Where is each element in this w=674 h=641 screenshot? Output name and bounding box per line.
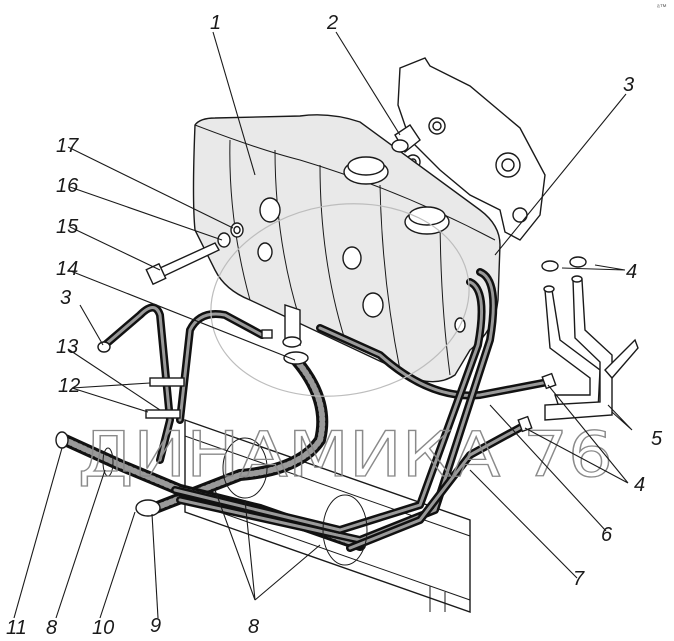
label-16: 16 bbox=[56, 175, 79, 197]
label-7: 7 bbox=[573, 568, 585, 590]
label-13: 13 bbox=[56, 336, 78, 358]
expansion-tank bbox=[192, 114, 501, 383]
label-6: 6 bbox=[601, 524, 613, 546]
label-17: 17 bbox=[56, 135, 79, 157]
label-9: 9 bbox=[150, 615, 161, 637]
corner-mark: ᵃ™ bbox=[657, 4, 667, 11]
watermark-text: ДИНАМИКА 76 bbox=[78, 418, 613, 491]
label-4-lower: 4 bbox=[634, 474, 645, 496]
label-8-left: 8 bbox=[46, 617, 57, 639]
bolt-assembly bbox=[145, 222, 244, 286]
metal-tubes bbox=[543, 275, 639, 421]
label-4-upper: 4 bbox=[626, 261, 637, 283]
label-14: 14 bbox=[56, 258, 78, 280]
label-3-right: 3 bbox=[623, 74, 634, 96]
hose-corrugated-main bbox=[144, 351, 329, 516]
band-clamps bbox=[102, 437, 368, 566]
label-2: 2 bbox=[326, 12, 338, 34]
label-12: 12 bbox=[58, 375, 80, 397]
label-1: 1 bbox=[210, 12, 221, 34]
label-10: 10 bbox=[92, 617, 114, 639]
watermark: ДИНАМИКА 76 bbox=[77, 203, 614, 492]
clamp-10 bbox=[135, 499, 161, 517]
callout-labels: 1 2 3 3 4 4 5 6 7 8 8 9 10 11 12 13 14 1… bbox=[6, 12, 663, 639]
bracket-pin bbox=[391, 124, 421, 154]
leader-lines bbox=[13, 31, 633, 619]
hose-brackets bbox=[145, 329, 273, 419]
label-15: 15 bbox=[56, 216, 79, 238]
label-3-left: 3 bbox=[60, 287, 71, 309]
hose-long-pair bbox=[171, 268, 529, 552]
label-8-bottom: 8 bbox=[248, 616, 259, 638]
label-11: 11 bbox=[6, 617, 27, 639]
hose-left-upper bbox=[97, 303, 266, 464]
label-5: 5 bbox=[651, 428, 663, 450]
hose-clamps bbox=[517, 256, 587, 433]
